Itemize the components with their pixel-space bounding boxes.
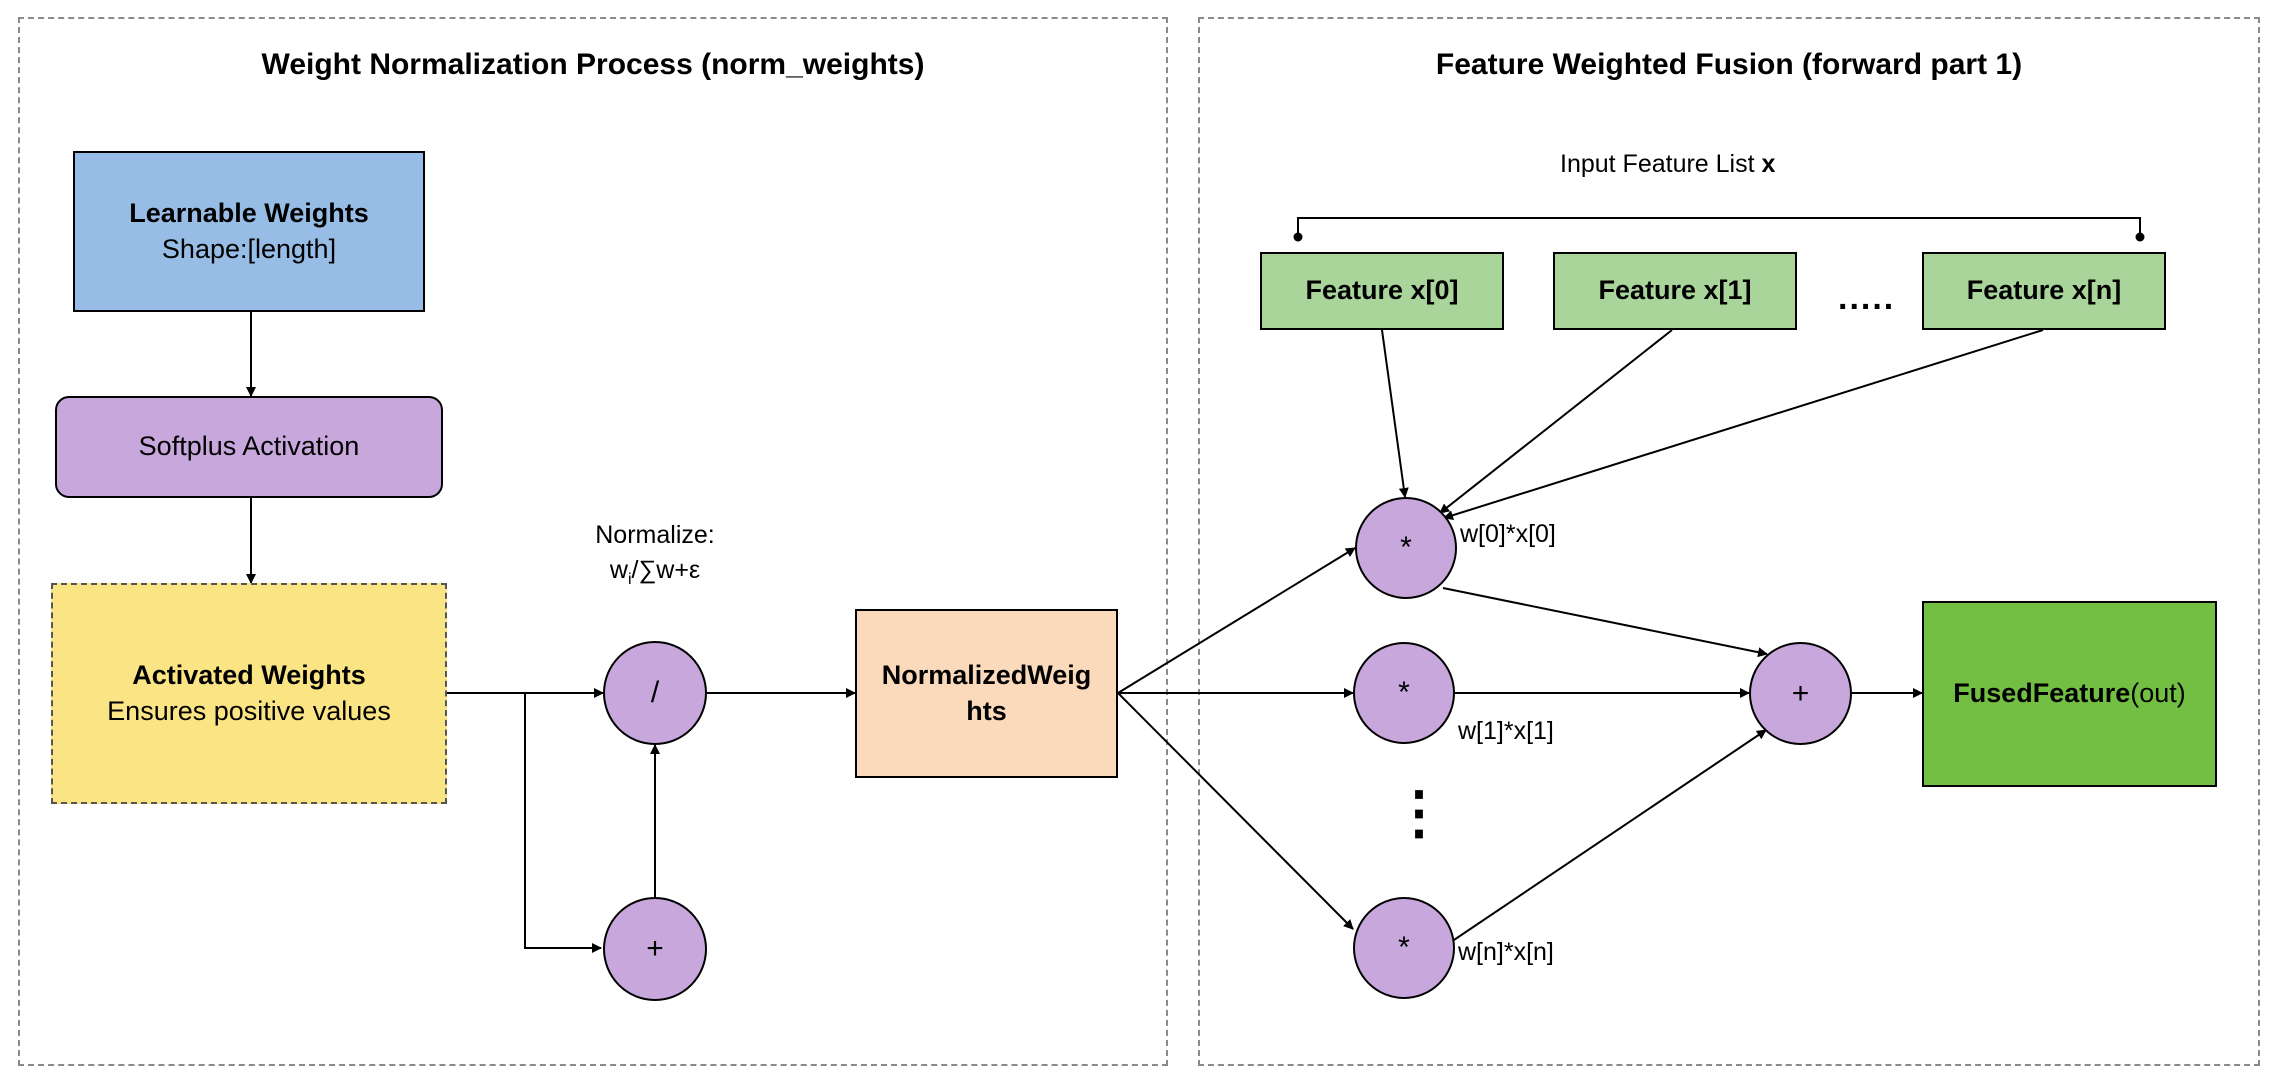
normalized-weights-line1: NormalizedWeig bbox=[881, 660, 1092, 691]
fused-feature-label: FusedFeature(out) bbox=[1953, 676, 2186, 711]
divide-operator: / bbox=[603, 641, 707, 745]
feature-xn-box: Feature x[n] bbox=[1922, 252, 2166, 330]
left-panel-title: Weight Normalization Process (norm_weigh… bbox=[261, 48, 925, 81]
bracket-right-dot bbox=[2135, 232, 2145, 242]
normalized-weights-line2: hts bbox=[966, 695, 1007, 726]
learnable-weights-title: Learnable Weights bbox=[129, 198, 369, 229]
arrow-normalized-to-mult0 bbox=[1117, 547, 1356, 694]
arrow-activated-to-add bbox=[524, 693, 602, 953]
arrow-multn-to-sum bbox=[1441, 729, 1767, 949]
activated-weights-subtitle: Ensures positive values bbox=[107, 695, 391, 726]
normalize-label: Normalize: wi/∑w+ε bbox=[555, 518, 755, 591]
input-list-bracket bbox=[1297, 217, 2141, 237]
mult-label-0: w[0]*x[0] bbox=[1460, 520, 1556, 548]
feature-x1-box: Feature x[1] bbox=[1553, 252, 1797, 330]
vertical-ellipsis: ⋮ bbox=[1390, 780, 1448, 845]
arrow-feature1-to-mult0 bbox=[1439, 329, 1673, 514]
learnable-weights-box: Learnable Weights Shape:[length] bbox=[73, 151, 425, 312]
fused-feature-box: FusedFeature(out) bbox=[1922, 601, 2217, 787]
arrow-feature0-to-mult0 bbox=[1381, 329, 1409, 498]
add-epsilon-operator: + bbox=[603, 897, 707, 1001]
multiply-operator-n: * bbox=[1353, 897, 1455, 999]
learnable-weights-shape: Shape:[length] bbox=[161, 233, 337, 264]
mult-label-n: w[n]*x[n] bbox=[1458, 938, 1554, 966]
fused-feature-bold: FusedFeature bbox=[1953, 678, 2131, 709]
left-panel bbox=[18, 17, 1168, 1066]
input-feature-list-text: Input Feature List bbox=[1560, 150, 1762, 178]
right-panel-title: Feature Weighted Fusion (forward part 1) bbox=[1435, 48, 2023, 81]
feature-ellipsis: ..... bbox=[1838, 279, 1896, 317]
mult-label-1: w[1]*x[1] bbox=[1458, 717, 1554, 745]
feature-xn-label: Feature x[n] bbox=[1966, 275, 2122, 306]
input-feature-list-label: Input Feature List x bbox=[1560, 150, 2080, 179]
normalize-formula: wi/∑w+ε bbox=[555, 553, 755, 591]
right-panel bbox=[1198, 17, 2260, 1066]
arrow-featuren-to-mult0 bbox=[1443, 329, 2044, 521]
multiply-operator-0: * bbox=[1355, 497, 1457, 599]
normalize-formula-w: w bbox=[609, 556, 628, 584]
multiply-operator-1: * bbox=[1353, 642, 1455, 744]
activated-weights-title: Activated Weights bbox=[132, 660, 366, 691]
normalize-formula-sub: i bbox=[627, 571, 632, 588]
feature-x1-label: Feature x[1] bbox=[1598, 275, 1752, 306]
softplus-activation-box: Softplus Activation bbox=[55, 396, 443, 498]
bracket-left-dot bbox=[1293, 232, 1303, 242]
sum-operator: + bbox=[1749, 642, 1852, 745]
normalize-formula-rest: /∑w+ε bbox=[631, 556, 701, 584]
softplus-activation-label: Softplus Activation bbox=[138, 431, 360, 462]
arrow-mult0-to-sum bbox=[1442, 587, 1768, 658]
normalized-weights-box: NormalizedWeig hts bbox=[855, 609, 1118, 778]
input-feature-list-var: x bbox=[1761, 150, 1776, 178]
feature-x0-box: Feature x[0] bbox=[1260, 252, 1504, 330]
activated-weights-box: Activated Weights Ensures positive value… bbox=[51, 583, 447, 804]
feature-x0-label: Feature x[0] bbox=[1305, 275, 1459, 306]
normalize-label-line1: Normalize: bbox=[595, 521, 715, 549]
arrow-normalized-to-multn bbox=[1117, 692, 1354, 930]
fused-feature-suffix: (out) bbox=[2130, 678, 2186, 709]
